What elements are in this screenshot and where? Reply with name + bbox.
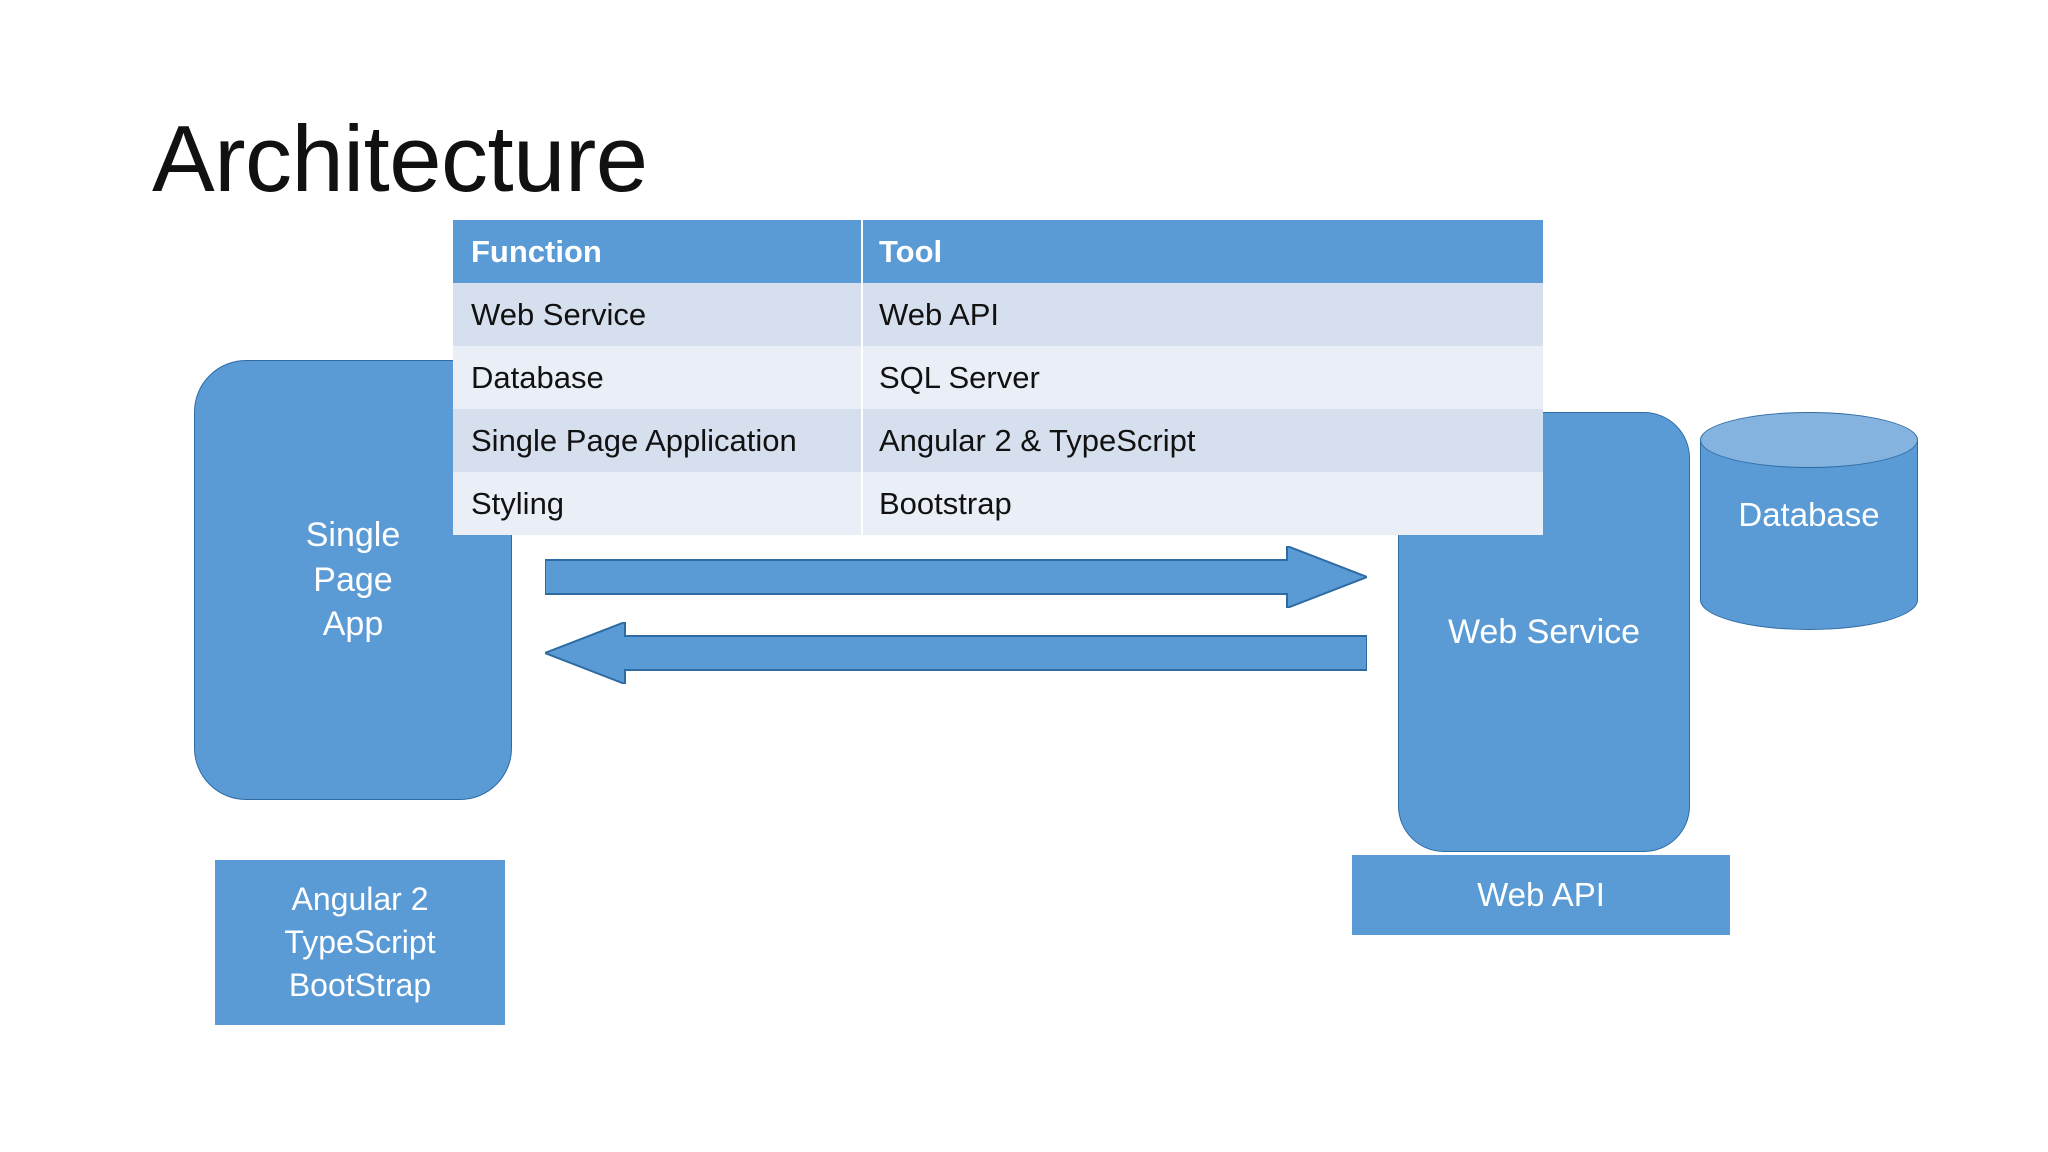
architecture-table: Function Tool Web Service Web API Databa… (453, 220, 1543, 535)
table-row: Single Page Application Angular 2 & Type… (453, 409, 1543, 472)
request-arrow (545, 546, 1367, 608)
cell-function: Single Page Application (453, 409, 861, 472)
cell-function: Styling (453, 472, 861, 535)
web-api-box[interactable]: Web API (1352, 855, 1730, 935)
spa-tech-line1: Angular 2 (291, 881, 429, 918)
database-cylinder-label: Database (1738, 496, 1880, 533)
request-arrow-icon (545, 546, 1367, 608)
cylinder-body-shape (1700, 440, 1918, 630)
spa-tech-box[interactable]: Angular 2 TypeScript BootStrap (215, 860, 505, 1025)
table-row: Styling Bootstrap (453, 472, 1543, 535)
table-header-function: Function (453, 220, 861, 283)
spa-box-label-line2: Page (313, 560, 393, 599)
table-row: Database SQL Server (453, 346, 1543, 409)
spa-box-label-line3: App (322, 605, 384, 644)
table-header-row: Function Tool (453, 220, 1543, 283)
cylinder-top-ellipse-icon (1700, 412, 1918, 468)
spa-tech-line2: TypeScript (284, 924, 436, 961)
web-api-box-label: Web API (1477, 876, 1605, 913)
cell-tool: Angular 2 & TypeScript (861, 409, 1543, 472)
response-arrow (545, 622, 1367, 684)
page-title: Architecture (152, 106, 648, 211)
cell-function: Web Service (453, 283, 861, 346)
table-head: Function Tool (453, 220, 1543, 283)
database-cylinder[interactable]: Database (1700, 412, 1918, 630)
spa-tech-line3: BootStrap (288, 966, 432, 1003)
spa-box-label: Single Page App (306, 513, 401, 648)
table-body: Web Service Web API Database SQL Server … (453, 283, 1543, 535)
spa-box-label-line1: Single (305, 515, 401, 554)
response-arrow-icon (545, 622, 1367, 684)
cell-tool: Web API (861, 283, 1543, 346)
cell-function: Database (453, 346, 861, 409)
cell-tool: Bootstrap (861, 472, 1543, 535)
web-service-box-label: Web Service (1447, 612, 1641, 651)
table-header-tool: Tool (861, 220, 1543, 283)
spa-tech-box-label: Angular 2 TypeScript BootStrap (284, 878, 435, 1007)
cell-tool: SQL Server (861, 346, 1543, 409)
table-row: Web Service Web API (453, 283, 1543, 346)
